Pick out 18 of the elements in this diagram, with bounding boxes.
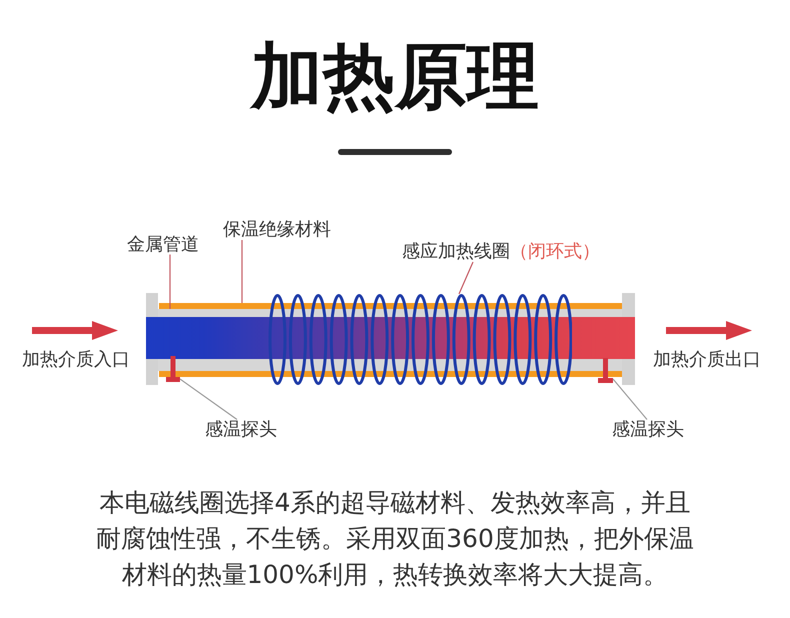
part-label: 感温探头 (205, 420, 277, 440)
part-label: 感应加热线圈 (402, 241, 510, 262)
part-label: 保温绝缘材料 (223, 220, 331, 240)
part-label: 感温探头 (612, 420, 684, 440)
temperature-probe (166, 356, 180, 382)
temperature-probe (598, 358, 613, 383)
leader-line (169, 254, 171, 309)
leader-line (458, 262, 474, 294)
title: 加热原理 (251, 36, 539, 116)
induction-coil (268, 294, 572, 385)
flow-label: 加热介质出口 (653, 350, 761, 370)
leader-line (180, 378, 238, 420)
description-text: 本电磁线圈选择4系的超导磁材料、发热效率高，并且耐腐蚀性强，不生锈。采用双面360度加热，把外保温材料的热量100%利用，热转换效率将大大提高。 (95, 487, 695, 591)
leader-line (241, 240, 243, 303)
part-label: 金属管道 (127, 234, 199, 254)
flow-label: 加热介质入口 (22, 350, 130, 370)
annotation-label: （闭环式） (510, 241, 600, 262)
leader-line (612, 378, 648, 420)
